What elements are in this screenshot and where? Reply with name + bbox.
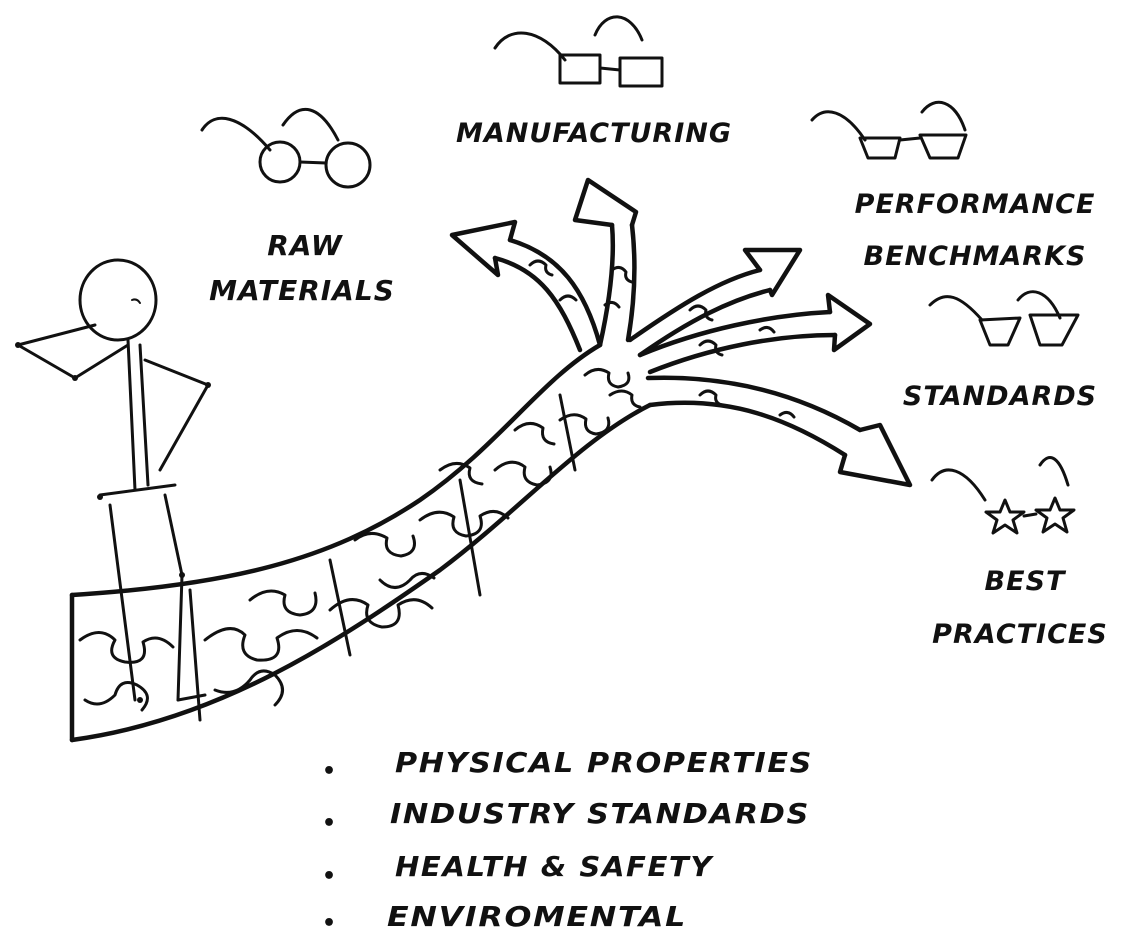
bullet-marker: • bbox=[322, 864, 338, 889]
puzzle-path-icon bbox=[72, 345, 650, 740]
bullet-marker: • bbox=[322, 911, 338, 934]
arrow-to-manufacturing bbox=[575, 180, 636, 345]
bullet-marker: • bbox=[322, 759, 338, 784]
cat-eye-glasses-icon bbox=[930, 292, 1078, 345]
label-benchmarks-line2: BENCHMARKS bbox=[864, 241, 1087, 272]
label-raw-materials-line1: RAW bbox=[267, 229, 343, 262]
label-standards: STANDARDS bbox=[903, 381, 1097, 412]
bullet-marker: • bbox=[322, 811, 338, 836]
half-rim-glasses-icon bbox=[812, 102, 966, 158]
round-glasses-icon bbox=[202, 109, 370, 187]
bullet-item: INDUSTRY STANDARDS bbox=[390, 797, 810, 830]
label-manufacturing: MANUFACTURING bbox=[456, 118, 732, 149]
label-raw-materials-line2: MATERIALS bbox=[209, 274, 395, 307]
bullet-item: PHYSICAL PROPERTIES bbox=[395, 746, 813, 779]
bullet-item: HEALTH & SAFETY bbox=[395, 850, 714, 883]
label-performance-line1: PERFORMANCE bbox=[855, 189, 1096, 220]
bullet-item: ENVIROMENTAL bbox=[387, 900, 687, 933]
arrow-to-best-practices bbox=[648, 378, 910, 485]
arrow-to-raw-materials bbox=[452, 222, 600, 350]
square-glasses-icon bbox=[495, 17, 662, 86]
label-best-line1: BEST bbox=[985, 566, 1067, 597]
star-glasses-icon bbox=[932, 458, 1074, 533]
bullet-list: • PHYSICAL PROPERTIES • INDUSTRY STANDAR… bbox=[322, 746, 813, 934]
label-practices-line2: PRACTICES bbox=[932, 619, 1108, 650]
